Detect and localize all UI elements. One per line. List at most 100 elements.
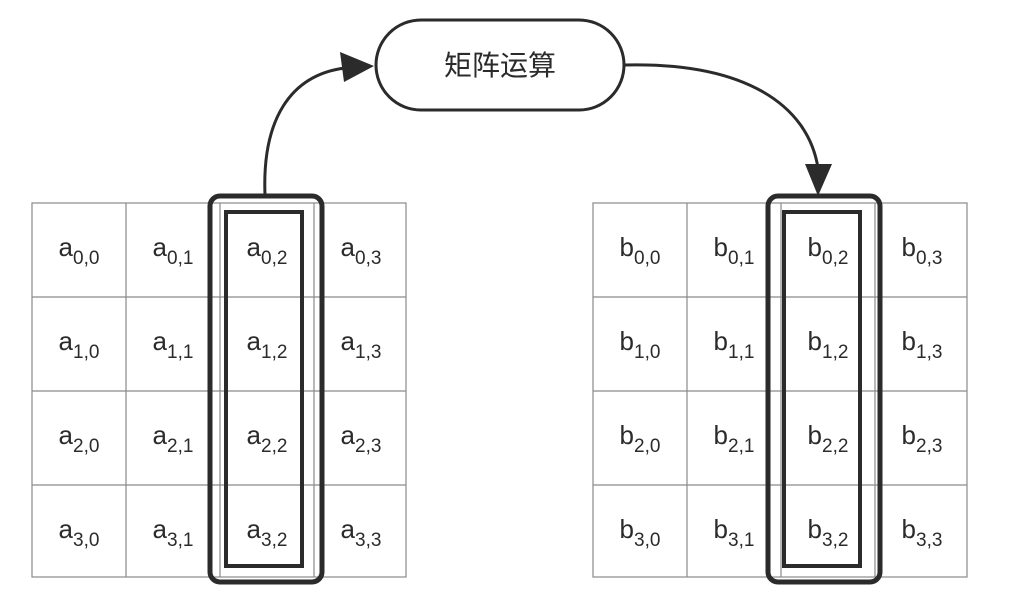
cell-index-subscript: 2,3 <box>355 436 381 457</box>
cell-index-subscript: 3,0 <box>73 530 99 551</box>
operation-label: 矩阵运算 <box>444 50 556 81</box>
matrix-b-cell: b1,0 <box>620 326 661 363</box>
cell-symbol: b <box>714 420 728 450</box>
cell-index-subscript: 0,1 <box>167 248 193 269</box>
cell-index-subscript: 0,3 <box>355 248 381 269</box>
cell-symbol: b <box>620 420 634 450</box>
matrix-b-cell: b0,1 <box>714 232 755 269</box>
matrix-b-cell: b0,0 <box>620 232 661 269</box>
cell-index-subscript: 2,1 <box>728 436 754 457</box>
cell-index-subscript: 2,1 <box>167 436 193 457</box>
matrix-a-border <box>31 202 407 578</box>
matrix-a-cell: a3,2 <box>247 514 288 551</box>
cell-symbol: b <box>808 232 822 262</box>
matrix-b-border <box>592 202 968 578</box>
cell-index-subscript: 1,0 <box>73 342 99 363</box>
cell-symbol: a <box>247 232 262 262</box>
cell-index-subscript: 0,2 <box>261 248 287 269</box>
matrix-b-cell: b1,1 <box>714 326 755 363</box>
matrix-a-cell: a0,0 <box>59 232 100 269</box>
matrix-b-cell: b0,3 <box>902 232 943 269</box>
cell-index-subscript: 0,0 <box>73 248 99 269</box>
arrow-output-line <box>624 63 820 169</box>
matrix-a-cell: a3,1 <box>153 514 194 551</box>
cell-symbol: a <box>247 514 262 544</box>
cell-index-subscript: 1,1 <box>167 342 193 363</box>
cell-index-subscript: 2,0 <box>634 436 660 457</box>
cell-index-subscript: 0,0 <box>634 248 660 269</box>
matrix-a-cell: a2,2 <box>247 420 288 457</box>
cell-index-subscript: 1,2 <box>261 342 287 363</box>
cell-symbol: b <box>902 232 916 262</box>
cell-symbol: a <box>153 514 168 544</box>
matrix-b-grid <box>592 202 968 578</box>
cell-index-subscript: 1,2 <box>822 342 848 363</box>
cell-index-subscript: 3,3 <box>916 530 942 551</box>
matrix-b-cell: b2,1 <box>714 420 755 457</box>
cell-symbol: a <box>341 514 356 544</box>
matrix-b-cell: b3,0 <box>620 514 661 551</box>
matrix-a-cell: a1,0 <box>59 326 100 363</box>
cell-index-subscript: 0,2 <box>822 248 848 269</box>
cell-symbol: b <box>808 514 822 544</box>
cell-index-subscript: 3,3 <box>355 530 381 551</box>
cell-symbol: b <box>808 326 822 356</box>
matrix-b-cell: b2,0 <box>620 420 661 457</box>
cell-index-subscript: 3,2 <box>822 530 848 551</box>
arrow-input <box>263 52 374 196</box>
cell-symbol: a <box>59 514 74 544</box>
cell-symbol: b <box>902 514 916 544</box>
cell-symbol: b <box>808 420 822 450</box>
cell-symbol: b <box>714 326 728 356</box>
matrix-b-column-highlight-inner <box>782 210 862 568</box>
cell-symbol: b <box>902 420 916 450</box>
cell-symbol: a <box>341 232 356 262</box>
cell-symbol: a <box>59 326 74 356</box>
matrix-a-cell: a2,0 <box>59 420 100 457</box>
cell-index-subscript: 2,0 <box>73 436 99 457</box>
cell-index-subscript: 0,3 <box>916 248 942 269</box>
cell-index-subscript: 3,1 <box>728 530 754 551</box>
operation-box <box>374 18 626 112</box>
matrix-b-cell: b3,3 <box>902 514 943 551</box>
cell-symbol: a <box>341 420 356 450</box>
cell-symbol: a <box>247 420 262 450</box>
matrix-b-cell: b2,3 <box>902 420 943 457</box>
matrix-b-column-highlight-outer <box>765 193 883 585</box>
cell-index-subscript: 3,2 <box>261 530 287 551</box>
cell-index-subscript: 2,3 <box>916 436 942 457</box>
matrix-b-cell: b0,2 <box>808 232 849 269</box>
cell-index-subscript: 2,2 <box>261 436 287 457</box>
cell-index-subscript: 3,1 <box>167 530 193 551</box>
cell-symbol: a <box>247 326 262 356</box>
matrix-a-cell: a1,3 <box>341 326 382 363</box>
matrix-a-cell: a1,2 <box>247 326 288 363</box>
cell-symbol: b <box>714 514 728 544</box>
cell-symbol: b <box>620 326 634 356</box>
matrix-b-cell: b1,2 <box>808 326 849 363</box>
matrix-a-cell: a0,1 <box>153 232 194 269</box>
matrix-b-cell: b3,2 <box>808 514 849 551</box>
cell-symbol: b <box>902 326 916 356</box>
matrix-a-column-highlight-inner <box>224 210 304 568</box>
matrix-a-column-highlight-outer <box>207 193 325 585</box>
arrow-input-line <box>263 66 346 196</box>
cell-symbol: b <box>714 232 728 262</box>
matrix-a-cell: a3,3 <box>341 514 382 551</box>
cell-index-subscript: 1,1 <box>728 342 754 363</box>
cell-symbol: b <box>620 514 634 544</box>
matrix-a-cell: a0,2 <box>247 232 288 269</box>
cell-index-subscript: 3,0 <box>634 530 660 551</box>
cell-symbol: a <box>341 326 356 356</box>
cell-symbol: a <box>153 232 168 262</box>
cell-index-subscript: 0,1 <box>728 248 754 269</box>
cell-index-subscript: 2,2 <box>822 436 848 457</box>
matrix-b-cell: b1,3 <box>902 326 943 363</box>
matrix-a-grid <box>31 202 407 578</box>
cell-index-subscript: 1,0 <box>634 342 660 363</box>
